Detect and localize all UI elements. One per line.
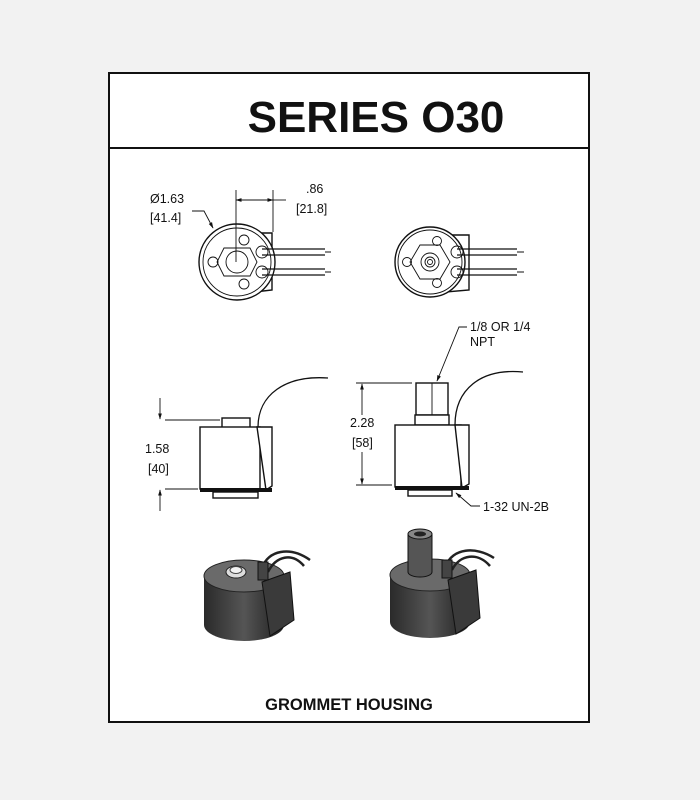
- top-view-standard: [192, 190, 331, 301]
- top-view-npt: [394, 226, 524, 298]
- offset-inch-label: .86: [306, 182, 323, 196]
- height-short-inch-label: 1.58: [145, 442, 169, 456]
- drawing-frame: [108, 72, 590, 723]
- height-tall-mm-label: [58]: [352, 436, 373, 450]
- diameter-inch-label: Ø1.63: [150, 192, 184, 206]
- side-view-npt: [356, 326, 524, 507]
- diameter-mm-label: [41.4]: [150, 211, 181, 225]
- offset-mm-label: [21.8]: [296, 202, 327, 216]
- caption: GROMMET HOUSING: [265, 696, 433, 714]
- npt-callout-line2: NPT: [470, 335, 495, 349]
- isometric-view-standard: [203, 550, 311, 641]
- isometric-view-npt: [389, 528, 495, 638]
- height-short-mm-label: [40]: [148, 462, 169, 476]
- npt-callout-line1: 1/8 OR 1/4: [470, 320, 530, 334]
- page-title: SERIES O30: [248, 93, 505, 142]
- thread-callout: 1-32 UN-2B: [483, 500, 549, 514]
- height-tall-inch-label: 2.28: [350, 416, 374, 430]
- side-view-standard: [158, 377, 329, 511]
